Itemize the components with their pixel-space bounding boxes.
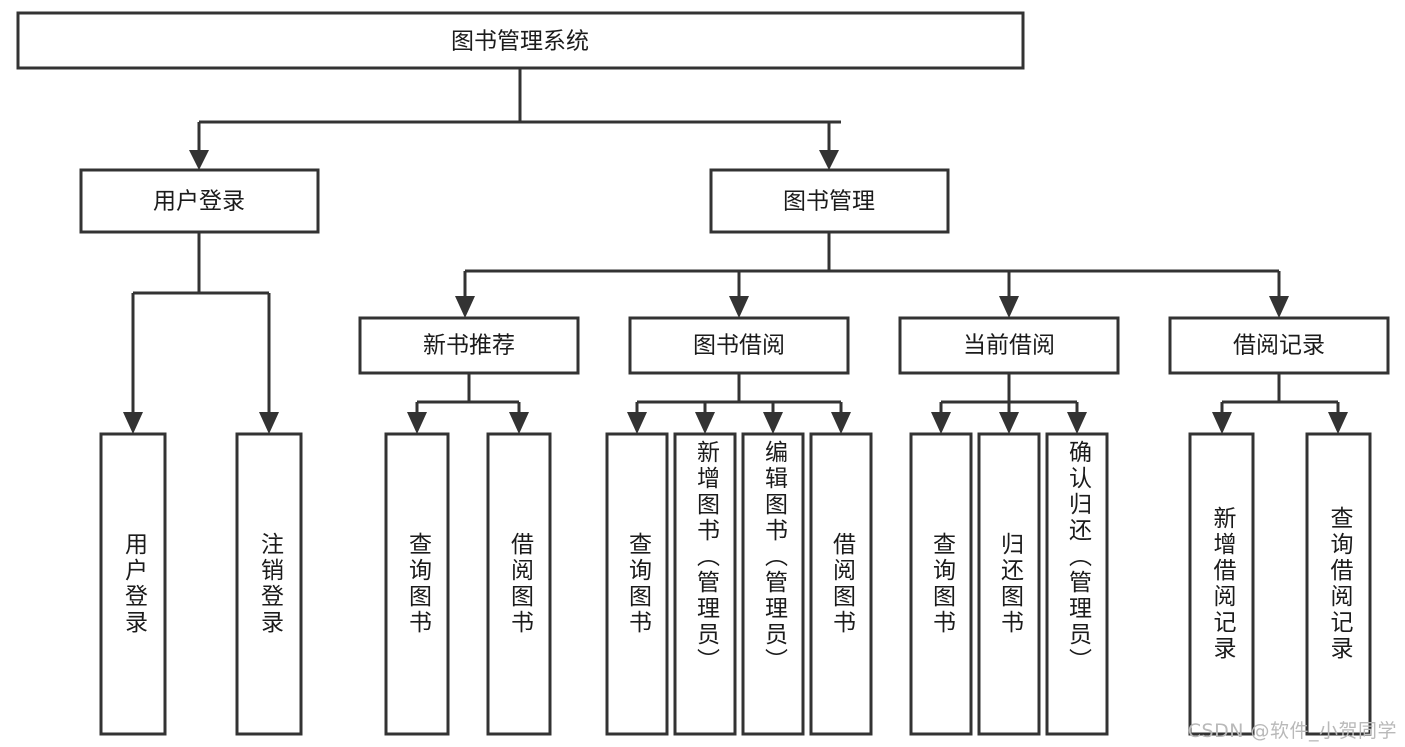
node-new-book-recommend[interactable]: 新书推荐 bbox=[358, 316, 580, 375]
arrowhead-leaf-confirm-return bbox=[1067, 412, 1087, 434]
arrowhead-leaf-query-book-2 bbox=[627, 412, 647, 434]
node-leaf-borrow-book-1-box[interactable] bbox=[486, 432, 552, 736]
arrowhead-new-book-recommend bbox=[455, 296, 475, 318]
arrowhead-leaf-edit-book bbox=[763, 412, 783, 434]
node-current-borrow-box[interactable] bbox=[898, 316, 1120, 375]
node-borrow-record[interactable]: 借阅记录 bbox=[1168, 316, 1390, 375]
arrowhead-borrow-record bbox=[1269, 296, 1289, 318]
node-leaf-confirm-return-box[interactable] bbox=[1045, 432, 1109, 736]
node-book-manage-label: 图书管理 bbox=[783, 189, 875, 215]
node-leaf-user-logout-box[interactable] bbox=[235, 432, 303, 736]
node-leaf-add-book-box[interactable] bbox=[673, 432, 737, 736]
arrowhead-leaf-borrow-book-2 bbox=[831, 412, 851, 434]
arrowhead-book-borrow bbox=[729, 296, 749, 318]
arrowhead-leaf-borrow-book-1 bbox=[509, 412, 529, 434]
node-current-borrow[interactable]: 当前借阅 bbox=[898, 316, 1120, 375]
arrowhead-leaf-return-book bbox=[999, 412, 1019, 434]
node-new-book-recommend-label: 新书推荐 bbox=[423, 333, 515, 359]
node-borrow-record-box[interactable] bbox=[1168, 316, 1390, 375]
node-book-borrow[interactable]: 图书借阅 bbox=[628, 316, 850, 375]
node-leaf-add-record-box[interactable] bbox=[1188, 432, 1255, 736]
arrowhead-leaf-user-logout bbox=[259, 412, 279, 434]
arrowhead-leaf-query-book-1 bbox=[407, 412, 427, 434]
node-leaf-return-book-box[interactable] bbox=[977, 432, 1041, 736]
node-leaf-borrow-book-2-box[interactable] bbox=[809, 432, 873, 736]
node-book-borrow-label: 图书借阅 bbox=[693, 333, 785, 359]
leaf-box-group[interactable] bbox=[99, 432, 1372, 736]
node-leaf-query-book-2-box[interactable] bbox=[605, 432, 669, 736]
node-user-login-label: 用户登录 bbox=[153, 189, 245, 215]
node-leaf-query-book-3-box[interactable] bbox=[909, 432, 973, 736]
node-borrow-record-label: 借阅记录 bbox=[1233, 333, 1325, 359]
arrowhead-leaf-query-record bbox=[1328, 412, 1348, 434]
node-leaf-user-login-box[interactable] bbox=[99, 432, 167, 736]
node-current-borrow-label: 当前借阅 bbox=[963, 333, 1055, 359]
node-user-login-box[interactable] bbox=[79, 168, 320, 234]
node-leaf-edit-book-box[interactable] bbox=[741, 432, 805, 736]
arrowhead-leaf-user-login bbox=[123, 412, 143, 434]
node-root-box[interactable] bbox=[16, 11, 1025, 70]
arrowhead-book-manage bbox=[819, 150, 839, 170]
node-leaf-query-record-box[interactable] bbox=[1305, 432, 1372, 736]
edge-group bbox=[123, 68, 1348, 434]
node-book-borrow-box[interactable] bbox=[628, 316, 850, 375]
node-new-book-recommend-box[interactable] bbox=[358, 316, 580, 375]
node-user-login[interactable]: 用户登录 bbox=[79, 168, 320, 234]
arrowhead-user-login bbox=[189, 150, 209, 170]
node-book-manage[interactable]: 图书管理 bbox=[709, 168, 950, 234]
arrowhead-leaf-query-book-3 bbox=[931, 412, 951, 434]
node-book-manage-box[interactable] bbox=[709, 168, 950, 234]
node-leaf-query-book-1-box[interactable] bbox=[384, 432, 450, 736]
node-root-label: 图书管理系统 bbox=[451, 29, 589, 55]
arrowhead-leaf-add-record bbox=[1212, 412, 1232, 434]
csdn-watermark: CSDN @软件_小贺同学 bbox=[1187, 720, 1397, 742]
arrowhead-current-borrow bbox=[999, 296, 1019, 318]
arrowhead-leaf-add-book bbox=[695, 412, 715, 434]
node-root[interactable]: 图书管理系统 bbox=[16, 11, 1025, 70]
